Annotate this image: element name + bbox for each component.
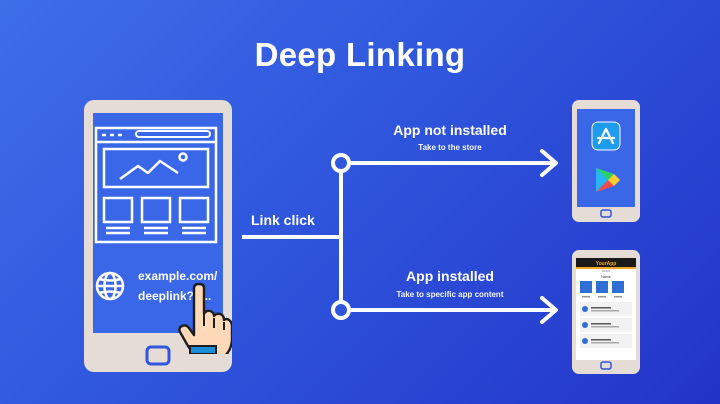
app-store-icon <box>591 121 621 151</box>
play-store-icon <box>596 168 620 192</box>
link-click-label: Link click <box>251 212 315 228</box>
bottom-branch-node <box>331 300 351 320</box>
globe-icon <box>95 271 125 301</box>
store-phone <box>572 100 640 222</box>
installed-heading: App installed <box>406 268 494 284</box>
app-section-title: Name <box>601 275 610 279</box>
app-phone: YourApp Name <box>572 250 640 374</box>
webpage-wireframe <box>94 126 218 244</box>
app-header-title: YourApp <box>596 261 617 267</box>
deeplink-url-line1: example.com/ <box>138 269 218 283</box>
not-installed-heading: App not installed <box>393 122 507 138</box>
pointing-hand-icon <box>178 282 232 354</box>
diagram-title: Deep Linking <box>254 36 466 73</box>
not-installed-subtext: Take to the store <box>418 143 482 152</box>
bottom-arrow-head <box>540 296 558 324</box>
home-button-icon <box>145 345 171 366</box>
installed-subtext: Take to specific app content <box>396 290 504 299</box>
home-button-icon <box>600 361 612 370</box>
top-branch-node <box>331 153 351 173</box>
top-arrow-head <box>540 149 558 177</box>
home-button-icon <box>600 209 612 218</box>
